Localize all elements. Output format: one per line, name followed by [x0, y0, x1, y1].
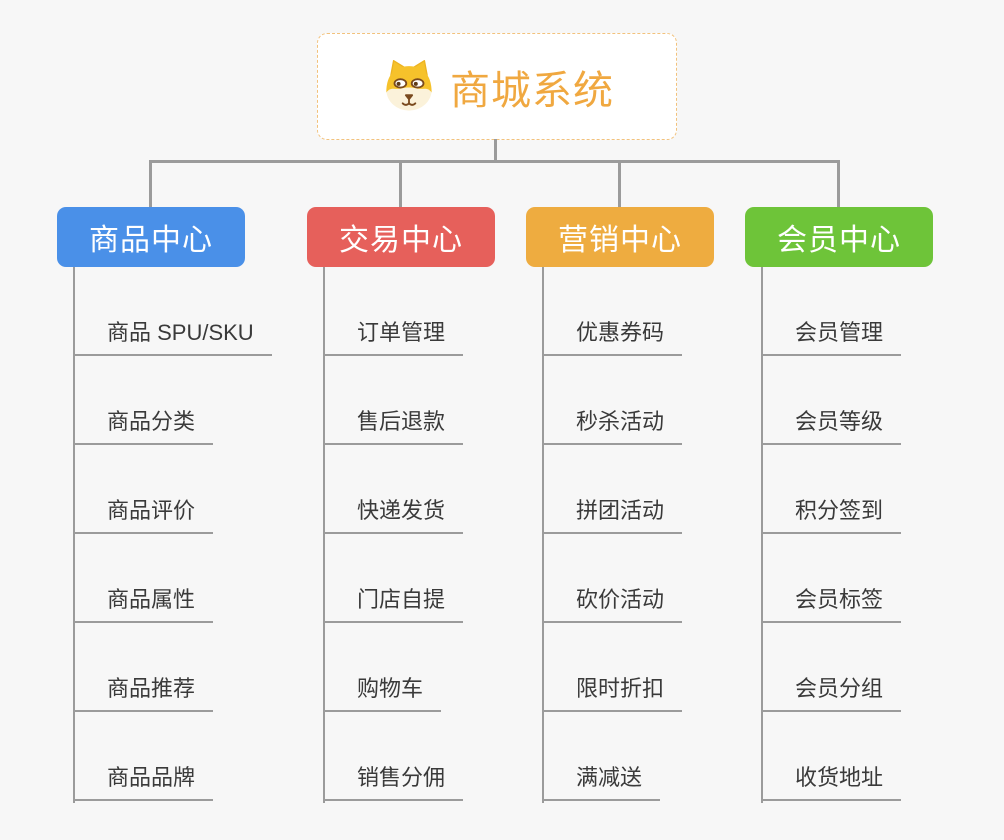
branch-group-marketing-center: 营销中心 优惠券码 秒杀活动 拼团活动 砍价活动 限时折扣 满减送 — [526, 207, 776, 803]
child-topic[interactable]: 商品评价 — [73, 499, 214, 534]
branch-group-member-center: 会员中心 会员管理 会员等级 积分签到 会员标签 会员分组 收货地址 — [745, 207, 995, 803]
child-topic[interactable]: 门店自提 — [323, 588, 464, 623]
connector-horizontal-rail — [149, 160, 840, 163]
branch-group-product-center: 商品中心 商品 SPU/SKU 商品分类 商品评价 商品属性 商品推荐 商品品牌 — [57, 207, 307, 803]
child-topic[interactable]: 会员管理 — [761, 321, 902, 356]
branch-topic-member-center[interactable]: 会员中心 — [745, 207, 933, 267]
child-topic[interactable]: 优惠券码 — [542, 321, 683, 356]
branch-topic-product-center[interactable]: 商品中心 — [57, 207, 245, 267]
child-topic[interactable]: 会员标签 — [761, 588, 902, 623]
child-topic[interactable]: 会员分组 — [761, 677, 902, 712]
connector-root-stem — [494, 139, 497, 162]
child-topic[interactable]: 商品属性 — [73, 588, 214, 623]
connector-drop-branch-3 — [618, 162, 621, 207]
child-topic[interactable]: 商品推荐 — [73, 677, 214, 712]
child-topic[interactable]: 购物车 — [323, 677, 442, 712]
child-topic[interactable]: 收货地址 — [761, 766, 902, 801]
child-topic[interactable]: 拼团活动 — [542, 499, 683, 534]
branch-topic-label: 商品中心 — [89, 224, 213, 257]
child-topic[interactable]: 销售分佣 — [323, 766, 464, 801]
branch-children: 会员管理 会员等级 积分签到 会员标签 会员分组 收货地址 — [761, 267, 902, 801]
child-topic[interactable]: 售后退款 — [323, 410, 464, 445]
branch-topic-marketing-center[interactable]: 营销中心 — [526, 207, 714, 267]
child-topic[interactable]: 商品 SPU/SKU — [73, 321, 272, 356]
branch-children: 商品 SPU/SKU 商品分类 商品评价 商品属性 商品推荐 商品品牌 — [73, 267, 272, 801]
child-topic[interactable]: 秒杀活动 — [542, 410, 683, 445]
dog-face-icon — [380, 58, 438, 116]
child-topic[interactable]: 限时折扣 — [542, 677, 683, 712]
branch-child-connector-line — [542, 267, 544, 803]
branch-children: 优惠券码 秒杀活动 拼团活动 砍价活动 限时折扣 满减送 — [542, 267, 683, 801]
child-topic[interactable]: 商品分类 — [73, 410, 214, 445]
branch-topic-trade-center[interactable]: 交易中心 — [307, 207, 495, 267]
child-topic[interactable]: 商品品牌 — [73, 766, 214, 801]
child-topic[interactable]: 积分签到 — [761, 499, 902, 534]
child-topic[interactable]: 满减送 — [542, 766, 661, 801]
branch-child-connector-line — [761, 267, 763, 803]
connector-drop-branch-4 — [837, 162, 840, 207]
child-topic[interactable]: 会员等级 — [761, 410, 902, 445]
branch-group-trade-center: 交易中心 订单管理 售后退款 快递发货 门店自提 购物车 销售分佣 — [307, 207, 557, 803]
connector-drop-branch-2 — [399, 162, 402, 207]
connector-drop-branch-1 — [149, 162, 152, 207]
branch-child-connector-line — [323, 267, 325, 803]
root-topic-label: 商城系统 — [450, 68, 614, 113]
root-topic[interactable]: 商城系统 — [317, 33, 677, 140]
child-topic[interactable]: 快递发货 — [323, 499, 464, 534]
branch-topic-label: 营销中心 — [558, 224, 682, 257]
branch-children: 订单管理 售后退款 快递发货 门店自提 购物车 销售分佣 — [323, 267, 464, 801]
branch-child-connector-line — [73, 267, 75, 803]
branch-topic-label: 会员中心 — [777, 224, 901, 257]
child-topic[interactable]: 订单管理 — [323, 321, 464, 356]
child-topic[interactable]: 砍价活动 — [542, 588, 683, 623]
branch-topic-label: 交易中心 — [339, 224, 463, 257]
